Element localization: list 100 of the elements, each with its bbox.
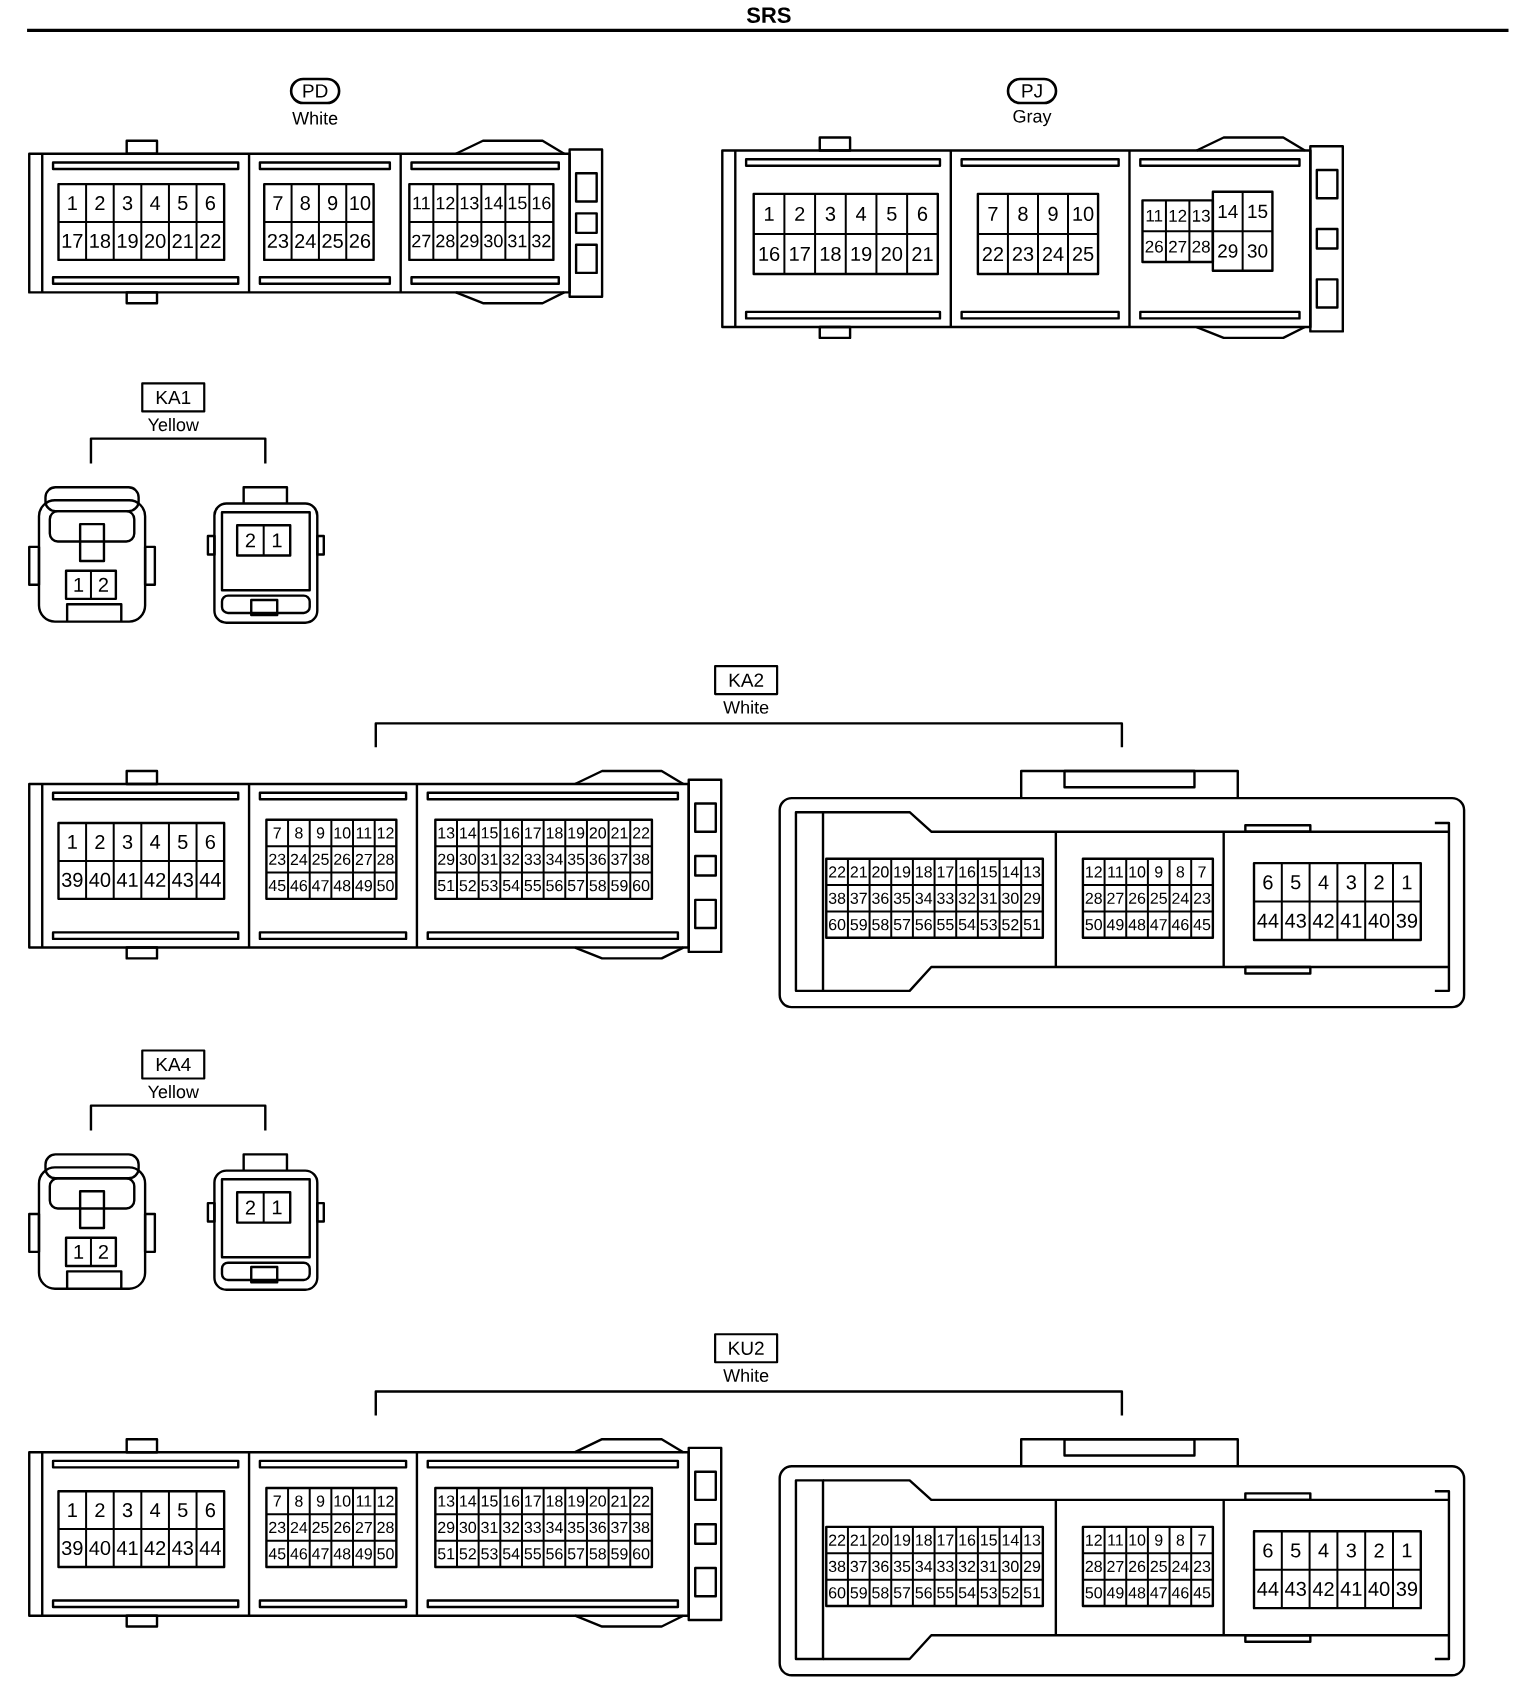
pin-number: 23	[1013, 246, 1034, 261]
pin-number: 27	[356, 853, 373, 865]
connector-code-box: KA1	[141, 382, 206, 413]
pin-number: 26	[1129, 892, 1146, 904]
pin-number: 34	[915, 892, 933, 904]
pin-number: 14	[460, 1495, 477, 1507]
pin-number: 54	[503, 1548, 520, 1560]
pin-number: 29	[1024, 1560, 1041, 1573]
pin-number: 26	[1145, 240, 1164, 253]
pin-number: 13	[1024, 1534, 1041, 1546]
pin-number: 42	[144, 872, 166, 887]
pin-number: 17	[525, 827, 542, 839]
pin-number: 8	[1176, 1534, 1185, 1546]
pin-number: 49	[1107, 1587, 1124, 1599]
color-label: White	[723, 700, 769, 714]
pin-number: 16	[759, 246, 780, 261]
pin-number: 8	[1176, 866, 1185, 878]
pin-number: 6	[1263, 875, 1273, 890]
pin-number: 60	[633, 880, 650, 892]
pin-number: 5	[1291, 875, 1301, 890]
pin-number: 59	[611, 880, 628, 892]
pin-number: 32	[958, 892, 976, 904]
pin-number: 46	[1172, 919, 1189, 931]
pin-number: 10	[1129, 1534, 1146, 1546]
pin-number: 44	[1257, 913, 1279, 928]
pin-number: 12	[378, 827, 394, 839]
pin-number: 40	[1368, 913, 1390, 928]
pin-number: 38	[633, 1521, 650, 1534]
pin-number: 3	[1346, 1543, 1357, 1558]
pin-number: 27	[1107, 1560, 1124, 1573]
pin-number: 26	[350, 233, 371, 249]
pin-number: 40	[1368, 1581, 1390, 1596]
pin-number: 38	[829, 892, 846, 904]
pin-number: 20	[872, 1534, 889, 1546]
pin-number: 25	[312, 853, 329, 865]
pin-number: 2	[1374, 875, 1384, 890]
pin-number: 12	[1086, 1534, 1103, 1546]
pin-number: 10	[1073, 206, 1094, 221]
pin-number: 22	[633, 1495, 650, 1507]
pin-number: 31	[980, 1560, 998, 1573]
pin-number: 11	[1108, 1534, 1124, 1546]
pin-number: 10	[334, 1495, 351, 1507]
pin-number: 13	[438, 827, 455, 839]
pin-number: 51	[1023, 1587, 1041, 1599]
pin-number: 29	[1218, 244, 1238, 258]
pin-number: 46	[1172, 1587, 1189, 1599]
pin-number: 30	[484, 234, 503, 248]
pin-number: 18	[547, 827, 563, 839]
pin-number: 44	[199, 1541, 222, 1555]
pin-number: 55	[524, 1548, 542, 1560]
pin-number: 28	[436, 234, 455, 248]
connector-code-box: PD	[290, 77, 341, 105]
pin-number: 54	[503, 880, 520, 892]
pin-number: 17	[790, 247, 811, 261]
pin-number: 25	[322, 233, 344, 249]
pin-number: 52	[1002, 1587, 1019, 1599]
pin-number: 37	[611, 853, 628, 865]
pin-number: 7	[273, 196, 283, 210]
pin-number: 21	[850, 866, 868, 878]
pin-number: 28	[1192, 240, 1211, 253]
pin-number: 7	[1198, 1534, 1206, 1546]
pin-number: 58	[589, 1548, 607, 1560]
pin-number: 1	[68, 196, 78, 210]
pin-number: 27	[1169, 240, 1187, 253]
pin-number: 47	[1150, 1587, 1168, 1599]
pin-number: 23	[1194, 892, 1211, 904]
pin-number: 7	[988, 207, 998, 221]
pin-number: 31	[508, 234, 527, 248]
pin-number: 18	[916, 1534, 933, 1546]
pin-number: 53	[481, 880, 498, 892]
pin-number: 9	[317, 827, 325, 839]
pin-number: 9	[317, 1495, 325, 1507]
pin-number: 4	[856, 207, 867, 221]
pin-number: 13	[1024, 866, 1041, 878]
pin-number: 31	[481, 853, 498, 865]
pin-number: 55	[937, 1587, 954, 1599]
pin-number: 59	[850, 919, 868, 931]
pin-number: 26	[334, 853, 351, 865]
pin-number: 35	[894, 1560, 911, 1573]
pin-number: 57	[894, 919, 911, 931]
pin-number: 37	[611, 1521, 628, 1534]
pin-number: 29	[1024, 892, 1041, 904]
connector-code-box: KA2	[714, 665, 779, 696]
pin-number: 20	[145, 233, 166, 249]
pin-number: 30	[1002, 1560, 1019, 1573]
pin-number: 12	[1169, 209, 1187, 222]
pin-number: 29	[460, 234, 479, 248]
pin-number: 2	[246, 1200, 256, 1215]
pin-number: 3	[122, 196, 133, 211]
pin-number: 4	[150, 1503, 161, 1517]
pin-number: 34	[915, 1560, 933, 1573]
pin-number: 6	[206, 1503, 216, 1518]
pin-number: 28	[377, 1521, 394, 1534]
pin-number: 29	[438, 1521, 455, 1534]
pin-number: 13	[460, 196, 479, 210]
pin-number: 6	[918, 206, 928, 221]
pin-number: 31	[481, 1521, 498, 1534]
pin-number: 36	[589, 1521, 607, 1534]
pin-number: 15	[482, 1495, 498, 1507]
pin-number: 34	[546, 1521, 564, 1534]
